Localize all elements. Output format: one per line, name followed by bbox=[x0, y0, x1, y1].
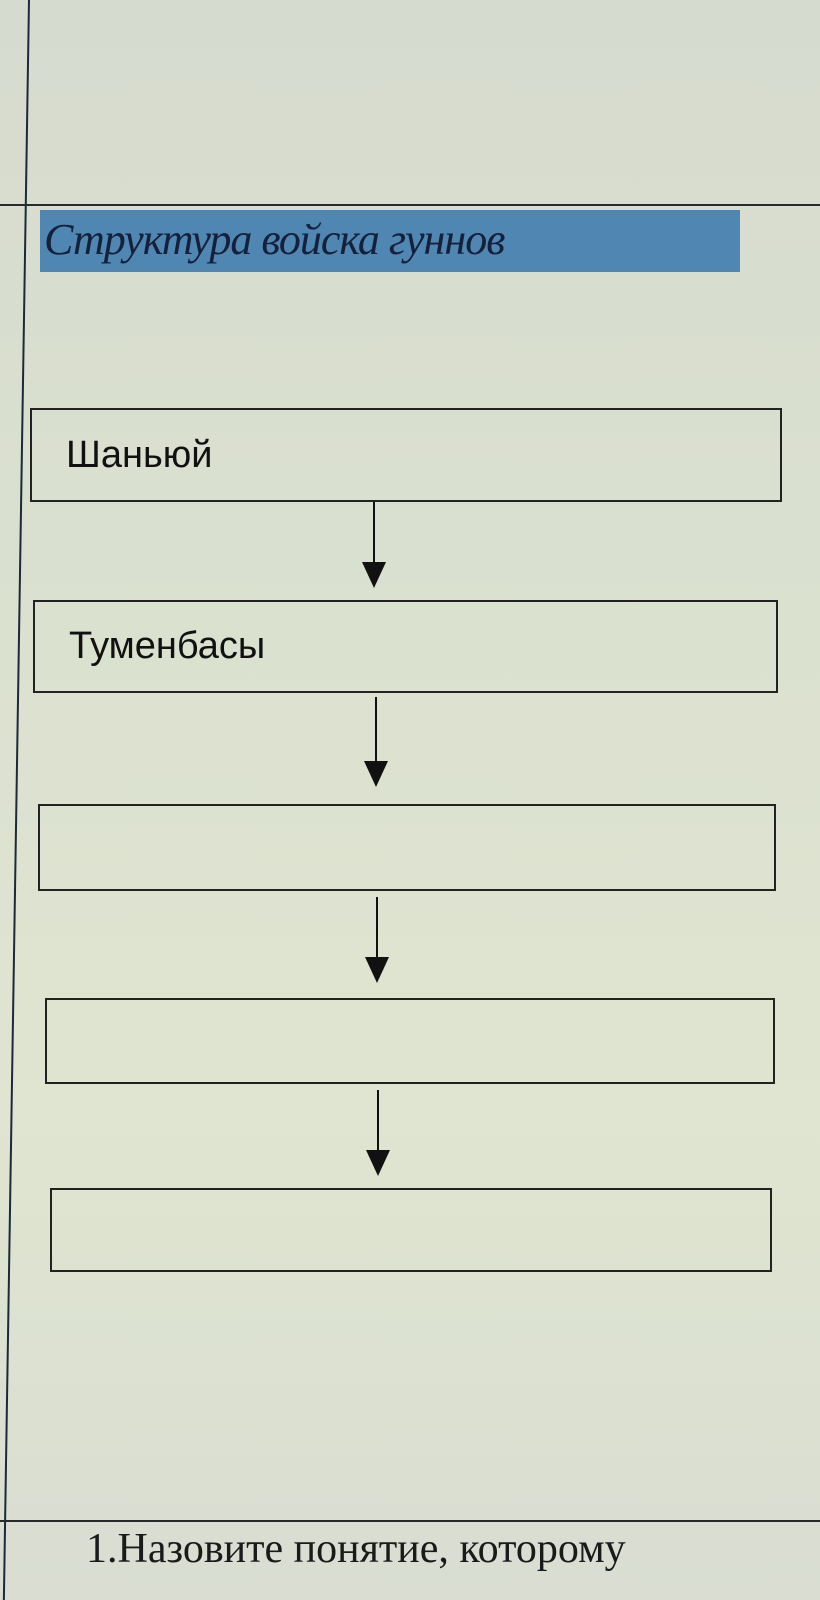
arrow-down-icon bbox=[364, 697, 388, 787]
diagram-title[interactable]: Структура войска гуннов bbox=[40, 210, 740, 272]
question-text: 1.Назовите понятие, которому bbox=[86, 1526, 626, 1572]
arrow-down-icon bbox=[365, 897, 389, 983]
box-empty-3[interactable] bbox=[38, 804, 776, 891]
table-border-top bbox=[0, 204, 820, 206]
box-empty-5[interactable] bbox=[50, 1188, 772, 1272]
box-empty-4[interactable] bbox=[45, 998, 775, 1084]
box-label: Шаньюй bbox=[66, 433, 213, 476]
table-border-vertical bbox=[2, 0, 30, 1600]
box-shanyu[interactable]: Шаньюй bbox=[30, 408, 782, 502]
table-border-bottom bbox=[0, 1520, 820, 1522]
box-label: Туменбасы bbox=[69, 625, 266, 667]
arrow-down-icon bbox=[362, 502, 386, 588]
arrow-down-icon bbox=[366, 1090, 390, 1176]
box-tumenbasy[interactable]: Туменбасы bbox=[33, 600, 778, 693]
